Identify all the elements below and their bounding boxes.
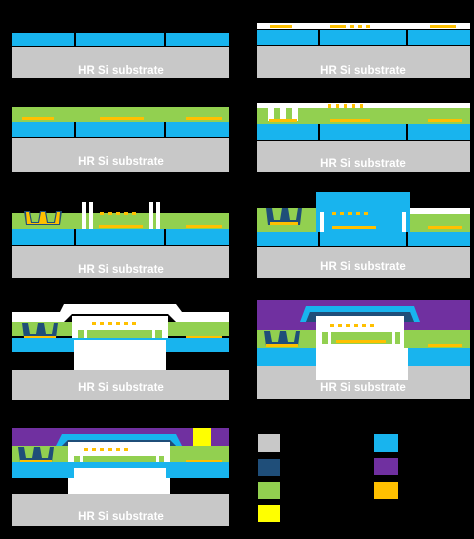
dark-blue-swatch bbox=[258, 459, 280, 476]
gold-swatch bbox=[374, 482, 398, 499]
substrate-label: HR Si substrate bbox=[320, 382, 406, 394]
panel-1: HR Si substrate bbox=[12, 33, 229, 78]
blue-layer bbox=[257, 30, 470, 45]
hr-si-substrate bbox=[12, 494, 229, 526]
blue-layer bbox=[257, 124, 470, 140]
substrate-label: HR Si substrate bbox=[320, 261, 406, 273]
blue-layer bbox=[12, 122, 229, 137]
substrate-label: HR Si substrate bbox=[320, 65, 406, 77]
panel-7: HR Si substrate bbox=[12, 304, 229, 400]
hr-si-substrate bbox=[257, 141, 470, 172]
hr-si-substrate bbox=[12, 370, 229, 400]
hr-si-substrate bbox=[12, 47, 229, 78]
sacrificial-layer bbox=[257, 23, 470, 29]
substrate-label: HR Si substrate bbox=[78, 511, 164, 523]
green-layer bbox=[12, 213, 229, 229]
blue-layer bbox=[12, 229, 229, 245]
substrate-label: HR Si substrate bbox=[320, 158, 406, 170]
hr-si-substrate bbox=[257, 46, 470, 78]
substrate-label: HR Si substrate bbox=[78, 382, 164, 394]
panel-6: HR Si substrate bbox=[257, 192, 470, 278]
substrate-label: HR Si substrate bbox=[78, 156, 164, 168]
panel-8: HR Si substrate bbox=[257, 300, 470, 399]
yellow-pad bbox=[193, 428, 211, 448]
panel-2: HR Si substrate bbox=[257, 23, 470, 78]
sacrificial-layer bbox=[257, 103, 470, 108]
panel-5: HR Si substrate bbox=[12, 202, 229, 278]
sacrificial-cap bbox=[12, 304, 229, 322]
panel-4: HR Si substrate bbox=[257, 103, 470, 172]
hr-si-substrate bbox=[12, 138, 229, 172]
substrate-label: HR Si substrate bbox=[78, 65, 164, 77]
hr-si-substrate bbox=[257, 247, 470, 278]
substrate-label: HR Si substrate bbox=[78, 264, 164, 276]
green-layer bbox=[257, 108, 470, 124]
green-layer bbox=[12, 107, 229, 122]
panel-3: HR Si substrate bbox=[12, 107, 229, 172]
yellow-swatch bbox=[258, 505, 280, 522]
blue-layer bbox=[257, 232, 470, 246]
panel-9: HR Si substrate bbox=[12, 428, 229, 526]
purple-swatch bbox=[374, 458, 398, 475]
blue-layer bbox=[12, 33, 229, 46]
green-swatch bbox=[258, 482, 280, 499]
hr-si-swatch bbox=[258, 434, 280, 452]
blue-swatch bbox=[374, 434, 398, 452]
legend bbox=[258, 434, 398, 522]
blue-cap bbox=[300, 306, 420, 322]
hr-si-substrate bbox=[12, 246, 229, 278]
